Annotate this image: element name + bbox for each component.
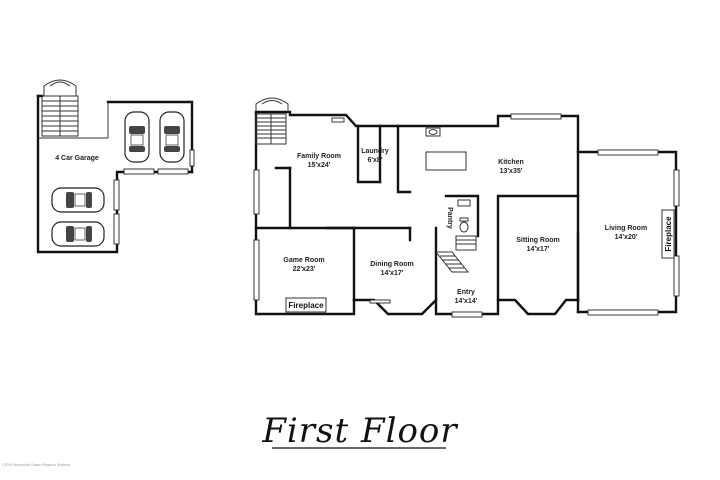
floor-title: First Floor — [261, 411, 458, 451]
room-label-garage: 4 Car Garage — [55, 155, 99, 162]
kitchen-island — [425, 151, 467, 171]
room-label-entry: Entry — [457, 289, 475, 296]
kitchen-sink-icon — [425, 127, 441, 137]
room-dims-kitchen: 13'x35' — [500, 168, 523, 175]
room-label-family-room: Family Room — [297, 153, 341, 160]
car-1-icon — [124, 111, 150, 163]
house-exterior-walls — [254, 110, 678, 316]
windows — [253, 113, 680, 318]
room-dims-sitting-room: 14'x17' — [527, 246, 550, 253]
room-dims-dining-room: 14'x17' — [381, 270, 404, 277]
room-dims-living-room: 14'x20' — [615, 234, 638, 241]
garage-stairs — [41, 79, 79, 137]
room-label-game-room: Game Room — [283, 257, 324, 264]
fireplace-game-room-box — [285, 297, 327, 313]
car-4-icon — [51, 221, 105, 247]
room-label-dining-room: Dining Room — [370, 261, 414, 268]
room-label-laundry: Laundry — [361, 148, 389, 155]
room-dims-family-room: 15'x24' — [308, 162, 331, 169]
room-dims-laundry: 6'x8' — [367, 157, 382, 164]
garage-doors — [113, 149, 195, 245]
entry-stairs — [435, 235, 477, 273]
car-2-icon — [159, 111, 185, 163]
fireplace-label-living-room: Fireplace — [664, 216, 673, 252]
room-label-pantry: Pantry — [446, 207, 453, 229]
room-label-kitchen: Kitchen — [498, 159, 524, 166]
car-3-icon — [51, 187, 105, 213]
copyright-text: ©2019 Monmouth Ocean Regional Realtors — [2, 463, 70, 467]
fireplace-label-game-room: Fireplace — [288, 301, 324, 310]
room-label-living-room: Living Room — [605, 225, 647, 232]
house-interior-walls — [254, 124, 580, 302]
fireplace-living-room-box — [661, 209, 675, 259]
room-dims-game-room: 22'x23' — [293, 266, 316, 273]
room-dims-entry: 14'x14' — [455, 298, 478, 305]
toilet-icon — [457, 199, 471, 233]
room-label-sitting-room: Sitting Room — [516, 237, 560, 244]
family-room-stairs — [255, 97, 289, 145]
